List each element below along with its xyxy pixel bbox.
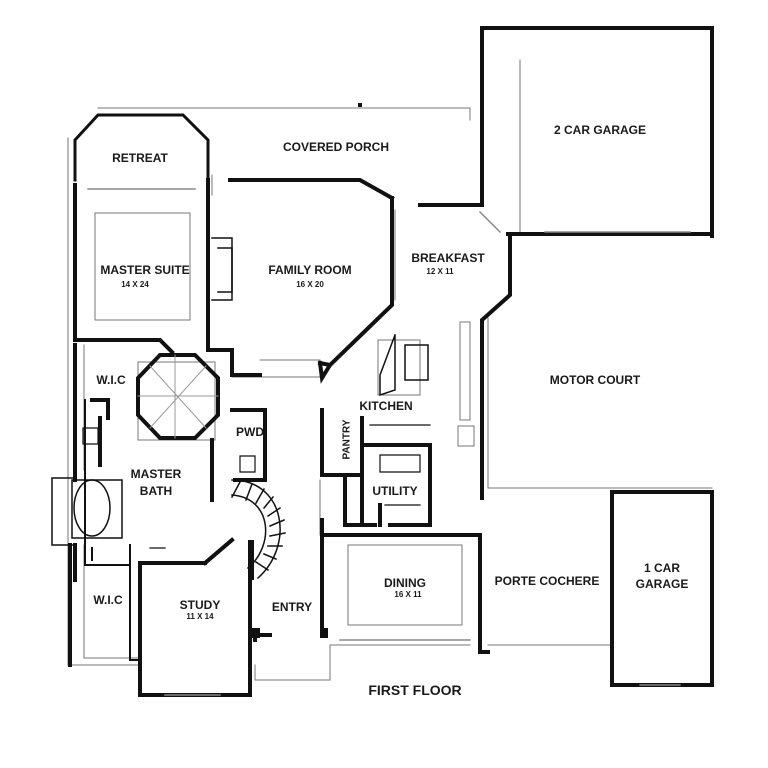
porch-marker <box>358 103 362 107</box>
fixtures <box>82 424 431 549</box>
two-car-garage-label: 2 CAR GARAGE <box>553 123 646 137</box>
dining-label: DINING <box>384 576 426 590</box>
covered-porch-label: COVERED PORCH <box>282 140 389 154</box>
fireplace <box>211 237 233 301</box>
entry-columns <box>248 540 328 638</box>
utility-label: UTILITY <box>372 484 418 498</box>
kitchen-island <box>379 334 429 397</box>
pantry-label: PANTRY <box>341 419 353 460</box>
floor-title: FIRST FLOOR <box>368 682 462 698</box>
window-marks <box>87 188 691 696</box>
thick-walls <box>68 26 714 697</box>
master-suite-dims: 14 X 24 <box>121 280 149 289</box>
master-suite-label: MASTER SUITE <box>100 263 190 277</box>
spiral-stair <box>230 479 286 580</box>
wic-bottom-label: W.I.C <box>93 593 123 607</box>
breakfast-label: BREAKFAST <box>411 251 485 265</box>
bathtub <box>51 477 123 546</box>
family-room-dims: 16 X 20 <box>296 280 324 289</box>
retreat-label: RETREAT <box>112 151 168 165</box>
porte-cochere-label: PORTE COCHERE <box>494 574 600 588</box>
kitchen-label: KITCHEN <box>359 399 413 413</box>
study-dims: 11 X 14 <box>186 612 214 621</box>
dining-dims: 16 X 11 <box>394 590 422 599</box>
wall-dividers <box>84 399 139 661</box>
one-car-garage-label: 1 CAR GARAGE <box>635 561 689 591</box>
family-room-label: FAMILY ROOM <box>268 263 352 277</box>
wic-top-label: W.I.C <box>96 373 126 387</box>
master-bath-label: MASTER BATH <box>130 467 182 498</box>
study-label: STUDY <box>179 598 221 612</box>
retreat-bay-walls <box>73 113 210 182</box>
motor-court-label: MOTOR COURT <box>549 373 641 387</box>
breakfast-dims: 12 X 11 <box>426 267 454 276</box>
entry-label: ENTRY <box>271 600 313 614</box>
pwd-label: PWD <box>236 425 264 439</box>
octagon-closet <box>136 353 220 440</box>
